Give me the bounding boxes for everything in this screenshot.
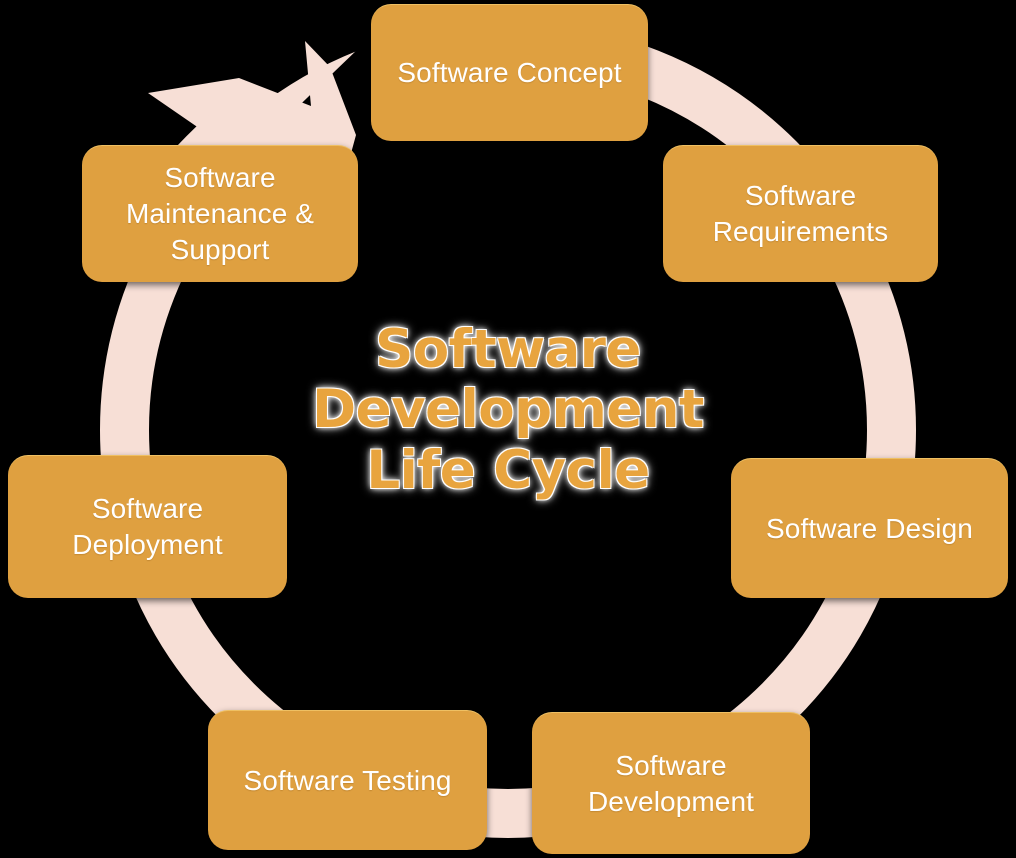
node-software-requirements[interactable]: Software Requirements [663, 145, 938, 282]
node-software-development[interactable]: Software Development [532, 712, 810, 854]
node-software-development-label: Software Development [587, 749, 755, 817]
node-software-maintenance-support-label: Software Maintenance & Support [125, 162, 315, 265]
page-title: Software Development Life Cycle [312, 319, 704, 501]
node-software-testing-label: Software Testing [243, 764, 452, 796]
node-software-testing[interactable]: Software Testing [208, 710, 487, 850]
node-software-concept[interactable]: Software Concept [371, 4, 648, 141]
node-software-deployment[interactable]: Software Deployment [8, 455, 287, 598]
node-software-design-label: Software Design [766, 512, 973, 544]
node-software-maintenance-support[interactable]: Software Maintenance & Support [82, 145, 358, 282]
node-software-deployment-label: Software Deployment [72, 493, 223, 560]
node-software-requirements-label: Software Requirements [712, 180, 889, 247]
node-software-design[interactable]: Software Design [731, 458, 1008, 598]
node-software-concept-label: Software Concept [397, 57, 622, 89]
